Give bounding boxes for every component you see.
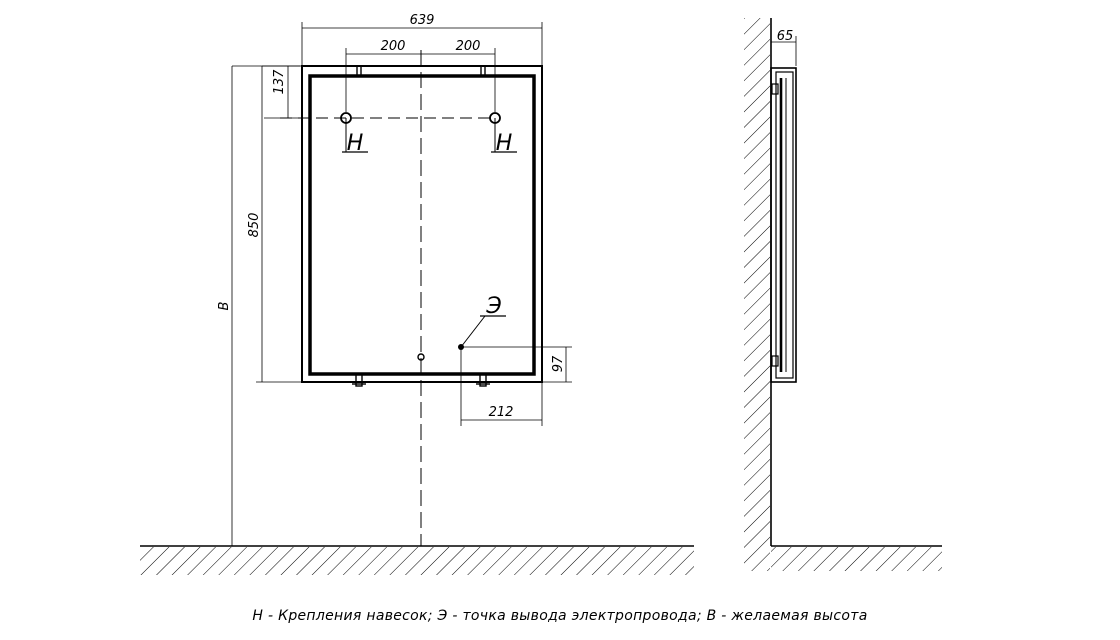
side-view	[744, 18, 942, 571]
bottom-bracket-right	[476, 373, 490, 387]
dim-left-spacing: 200	[381, 39, 406, 54]
wall-hatch	[744, 18, 770, 571]
outlet-label: Э	[485, 294, 501, 319]
floor-hatch	[140, 547, 694, 575]
dim-desired-height: В	[217, 301, 232, 310]
dim-total-width: 639	[410, 13, 435, 28]
mirror-profile-frame	[775, 71, 794, 379]
dim-outlet-width: 212	[489, 405, 514, 420]
side-floor-hatch	[771, 547, 942, 571]
dim-top-offset: 137	[272, 69, 287, 95]
mount-label-right: Н	[496, 131, 513, 156]
legend-caption: Н - Крепления навесок; Э - точка вывода …	[252, 608, 868, 624]
mirror-inner-frame	[308, 74, 536, 376]
dim-height: 850	[247, 213, 262, 238]
mirror-outer-frame	[301, 65, 543, 383]
bottom-bracket-left	[352, 373, 366, 387]
front-view	[140, 22, 694, 575]
sensor-dot	[417, 353, 425, 361]
dim-right-spacing: 200	[456, 39, 481, 54]
top-bracket-left	[356, 65, 362, 77]
dim-depth: 65	[777, 29, 794, 44]
dim-outlet-height: 97	[551, 355, 566, 372]
top-bracket-right	[480, 65, 486, 77]
mirror-profile-outer	[770, 67, 797, 383]
mount-label-left: Н	[347, 131, 364, 156]
